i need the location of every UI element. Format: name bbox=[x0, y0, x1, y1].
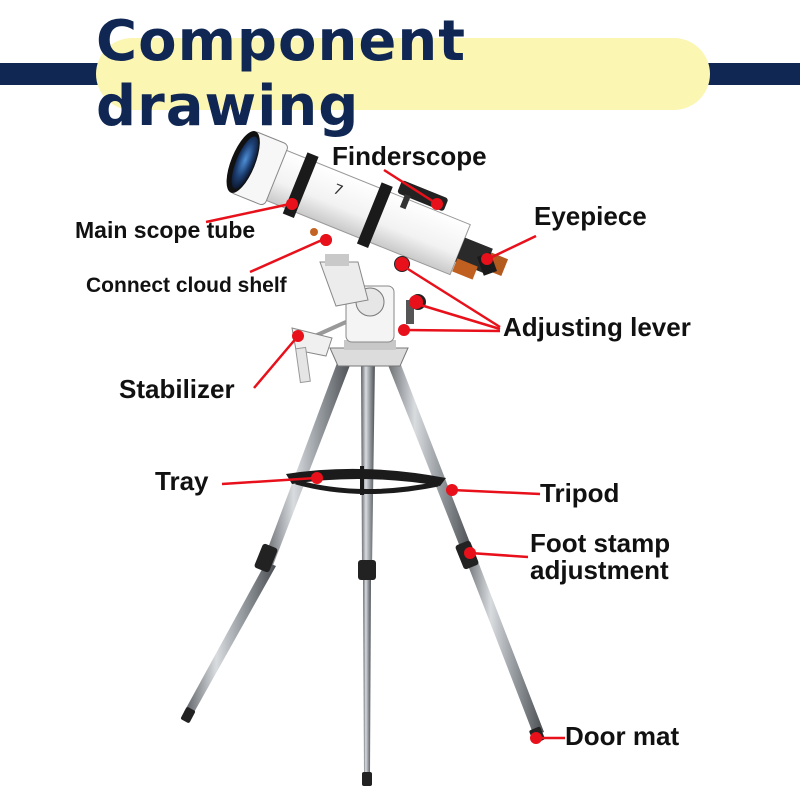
callout-dot-tray bbox=[311, 472, 323, 484]
label-main-scope-tube: Main scope tube bbox=[75, 218, 255, 242]
label-tripod: Tripod bbox=[540, 480, 619, 507]
leader-adjusting-lever-3 bbox=[404, 330, 500, 331]
leader-foot-stamp-adjustment bbox=[470, 553, 528, 557]
callout-dot-adjusting-lever-2 bbox=[409, 295, 423, 309]
label-door-mat: Door mat bbox=[565, 723, 679, 750]
label-adjusting-lever: Adjusting lever bbox=[503, 314, 691, 341]
callout-dot-stabilizer bbox=[292, 330, 304, 342]
label-foot-stamp-line2: adjustment bbox=[530, 557, 670, 584]
leader-tray bbox=[222, 478, 316, 484]
label-finderscope: Finderscope bbox=[332, 143, 487, 170]
callout-dot-tripod bbox=[446, 484, 458, 496]
leader-connect-cloud-shelf bbox=[250, 240, 322, 272]
callout-dot-adjusting-lever-1 bbox=[395, 257, 409, 271]
label-foot-stamp-adjustment: Foot stamp adjustment bbox=[530, 530, 670, 585]
label-stabilizer: Stabilizer bbox=[119, 376, 235, 403]
callout-dot-adjusting-lever-3 bbox=[398, 324, 410, 336]
callout-dot-door-mat bbox=[530, 732, 542, 744]
leader-adjusting-lever-2 bbox=[414, 303, 500, 329]
callout-dot-connect-cloud-shelf bbox=[320, 234, 332, 246]
label-foot-stamp-line1: Foot stamp bbox=[530, 530, 670, 557]
label-eyepiece: Eyepiece bbox=[534, 203, 647, 230]
callout-dot-main-scope-tube bbox=[286, 198, 298, 210]
callout-dot-finderscope bbox=[431, 198, 443, 210]
leader-eyepiece bbox=[490, 236, 536, 258]
leader-tripod bbox=[452, 490, 540, 494]
callout-dot-foot-stamp-adjustment bbox=[464, 547, 476, 559]
leader-finderscope bbox=[384, 170, 434, 202]
callout-dot-eyepiece bbox=[481, 253, 493, 265]
leader-stabilizer bbox=[254, 336, 298, 388]
label-connect-cloud-shelf: Connect cloud shelf bbox=[86, 275, 287, 297]
label-tray: Tray bbox=[155, 468, 209, 495]
